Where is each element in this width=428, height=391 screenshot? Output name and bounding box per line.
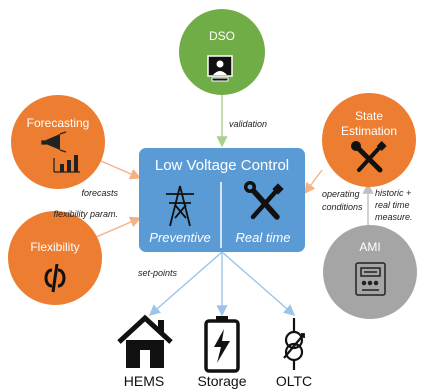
battery-icon [204, 316, 240, 373]
state-estimation-label-line2: Estimation [341, 124, 397, 138]
sink-storage: Storage [197, 316, 247, 389]
edge-label-operating-line2: conditions [322, 202, 363, 212]
node-dso: DSO [179, 9, 265, 95]
control-box-title: Low Voltage Control [155, 157, 289, 174]
real-time-tools-icon [244, 181, 284, 220]
edge-label-operating-line1: operating [322, 189, 360, 199]
control-box: Low Voltage Control Preventive Real time [139, 148, 305, 252]
sink-label-hems: HEMS [124, 373, 164, 389]
edge-forecasting-to-control [93, 157, 142, 180]
control-box-preventive-label: Preventive [149, 230, 210, 245]
edge-label-flexibility-param: flexibility param. [53, 209, 118, 219]
dso-label: DSO [209, 29, 235, 43]
sink-hems: HEMS [117, 314, 173, 389]
edge-label-forecasts: forecasts [81, 188, 118, 198]
forecasting-label: Forecasting [27, 116, 90, 130]
edge-flexibility-to-control [93, 216, 142, 239]
smart-meter-icon [355, 262, 386, 296]
megaphone-chart-icon [41, 131, 80, 173]
edge-label-historic-line1: historic + [375, 188, 411, 198]
flexibility-label: Flexibility [30, 240, 79, 254]
node-ami: AMI [323, 225, 417, 319]
node-flexibility: Flexibility [8, 211, 102, 305]
operator-monitor-icon [207, 55, 233, 82]
edge-control-to-hems [148, 251, 223, 316]
edge-control-to-oltc [221, 251, 296, 316]
edge-label-historic-line3: measure. [375, 212, 413, 222]
sink-label-storage: Storage [197, 373, 246, 389]
state-estimation-label-line1: State [355, 109, 383, 123]
node-forecasting: Forecasting [11, 95, 105, 189]
power-tower-icon [166, 185, 194, 227]
sink-label-oltc: OLTC [276, 373, 312, 389]
tools-icon [351, 141, 387, 173]
house-icon [117, 314, 173, 368]
edge-label-historic-line2: real time [375, 200, 410, 210]
control-box-realtime-label: Real time [236, 230, 291, 245]
edge-label-validation: validation [229, 119, 267, 129]
flexibility-icon [44, 263, 66, 293]
transformer-icon [283, 318, 305, 370]
node-state-estimation: State Estimation [322, 93, 416, 187]
sink-oltc: OLTC [276, 318, 312, 389]
edge-label-set-points: set-points [138, 268, 178, 278]
ami-label: AMI [359, 240, 380, 254]
edge-state-estimation-to-control [304, 169, 323, 195]
